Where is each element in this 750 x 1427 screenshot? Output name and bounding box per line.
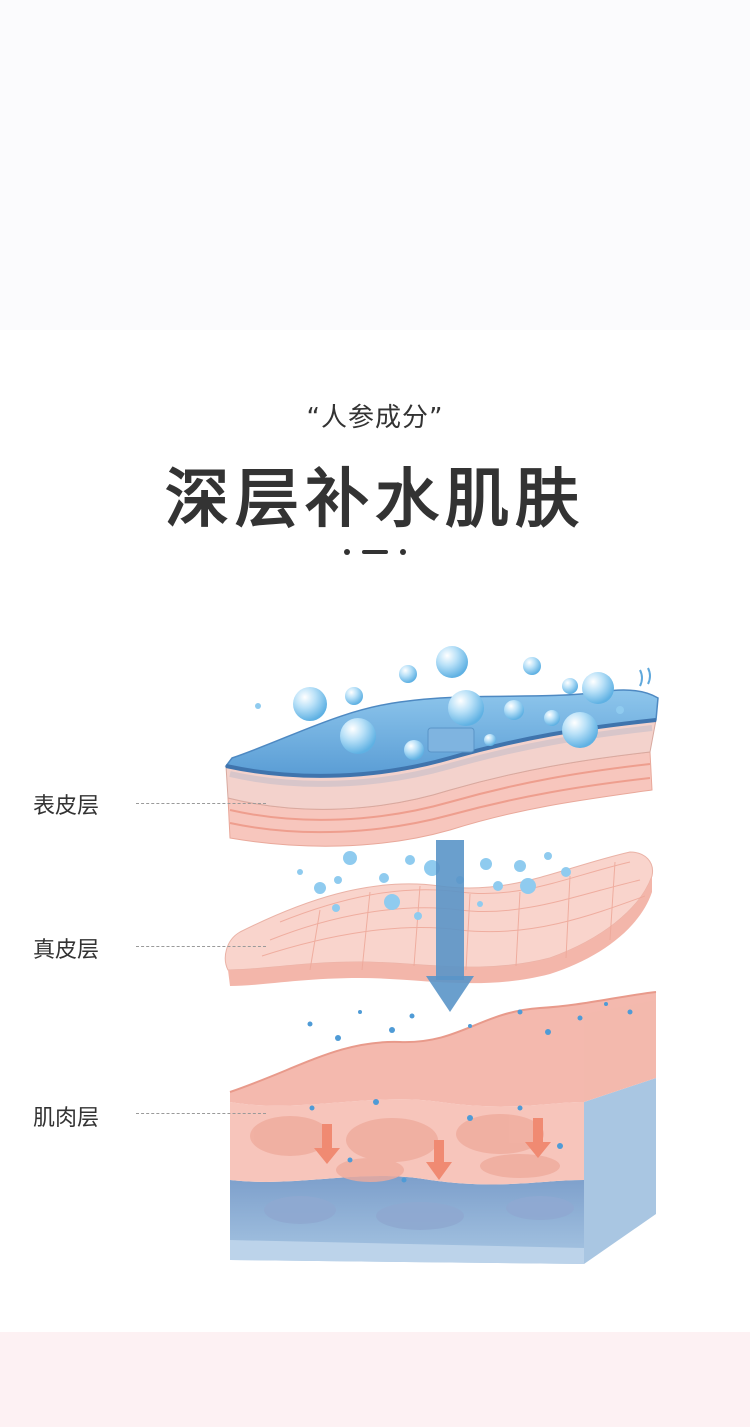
leader-line-dermis [136,946,266,947]
epidermis-layer [224,667,659,847]
layer-label-epidermis: 表皮层 [33,794,100,819]
bottom-background-band [0,1332,750,1427]
section-subtitle: “人参成分” [306,403,444,433]
water-bubbles [255,646,624,760]
section-title: 深层补水肌肤 [165,463,585,537]
layer-label-muscle: 肌肉层 [33,1106,100,1131]
skin-layers-illustration [224,646,659,1264]
leader-line-muscle [136,1113,266,1114]
divider-dot-left [344,549,350,555]
absorption-arrow [426,840,474,1012]
top-background-band [0,0,750,330]
muscle-arrows [314,1118,551,1180]
leader-line-epidermis [136,803,266,804]
divider-dot-right [400,549,406,555]
divider-bar [362,550,388,554]
muscle-layer [229,991,657,1264]
layer-label-dermis: 真皮层 [33,938,100,963]
title-divider [344,548,406,556]
